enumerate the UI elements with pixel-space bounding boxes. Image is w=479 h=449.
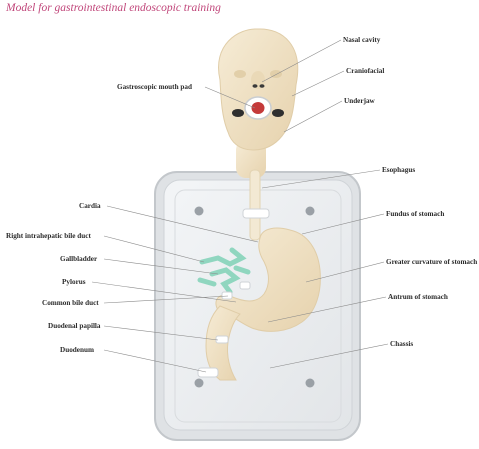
chassis-screw (194, 206, 204, 216)
leader-craniofacial (291, 70, 345, 97)
duodenum-clip (197, 367, 219, 378)
leader-fundus (301, 213, 385, 235)
leader-nasal-cavity (261, 39, 342, 83)
eye (234, 70, 246, 78)
label-greater-curvature-of-stomach: Greater curvature of stomach (386, 258, 478, 266)
bile-ducts (197, 247, 251, 295)
label-duodenum: Duodenum (60, 346, 94, 354)
label-nasal-cavity: Nasal cavity (343, 36, 381, 44)
head (218, 28, 299, 151)
bile-clip (239, 281, 251, 290)
label-pylorus: Pylorus (62, 278, 86, 286)
leader-duodenal-papilla (103, 325, 219, 341)
mouth-pad-strap (272, 109, 284, 117)
label-common-bile-duct: Common bile duct (42, 299, 99, 307)
leader-chassis (269, 343, 389, 369)
nostril (252, 84, 258, 88)
label-duodenal-papilla: Duodenal papilla (48, 322, 101, 330)
leader-esophagus (261, 169, 381, 189)
label-fundus-of-stomach: Fundus of stomach (386, 210, 445, 218)
leader-underjaw (283, 100, 343, 133)
label-antrum-of-stomach: Antrum of stomach (388, 293, 448, 301)
leader-cardia (106, 205, 259, 243)
leader-duodenum (103, 349, 207, 373)
leader-antrum (267, 296, 387, 323)
nostril (259, 84, 265, 88)
leader-common-bile-duct (103, 295, 229, 304)
chassis-screw (194, 378, 204, 388)
label-gallbladder: Gallbladder (60, 255, 98, 263)
page-title: Model for gastrointestinal endoscopic tr… (6, 2, 221, 14)
mouth-pad-strap (232, 109, 244, 117)
chassis-screw (305, 206, 315, 216)
esophagus-ring (242, 208, 270, 219)
mouth-opening (251, 102, 265, 114)
label-craniofacial: Craniofacial (346, 67, 385, 75)
papilla-clip (215, 335, 229, 344)
leader-right-intrahepatic (103, 235, 205, 263)
leader-greater-curvature (305, 261, 385, 283)
esophagus-tube (249, 169, 261, 241)
chassis-screw (305, 378, 315, 388)
label-chassis: Chassis (390, 340, 414, 348)
bile-clip (221, 291, 233, 300)
label-right-intrahepatic-bile-duct: Right intrahepatic bile duct (6, 232, 91, 240)
leader-gallbladder (103, 258, 219, 275)
leader-pylorus (91, 281, 237, 303)
label-cardia: Cardia (79, 202, 101, 210)
leader-mouth-pad (204, 86, 256, 109)
label-underjaw: Underjaw (344, 97, 375, 105)
label-esophagus: Esophagus (382, 166, 416, 174)
label-gastroscopic-mouth-pad: Gastroscopic mouth pad (117, 83, 192, 91)
